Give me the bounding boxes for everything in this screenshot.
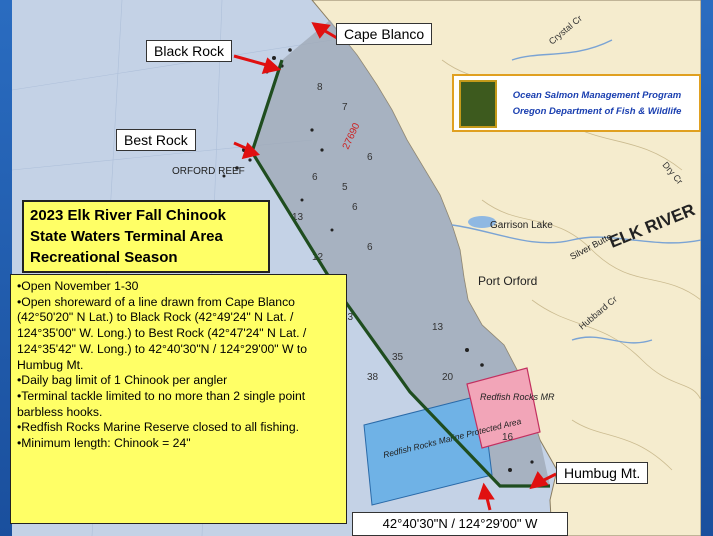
garrison-lake-shape — [468, 216, 496, 228]
redfish-mr-label: Redfish Rocks MR — [480, 392, 555, 402]
regulations-box: •Open November 1-30 •Open shoreward of a… — [10, 274, 347, 524]
svg-text:6: 6 — [312, 172, 318, 183]
svg-text:6: 6 — [367, 242, 373, 253]
garrison-lake-label: Garrison Lake — [490, 220, 553, 231]
agency-name: Oregon Department of Fish & Wildlife — [512, 106, 682, 117]
redfish-mpa-area — [363, 394, 493, 506]
terminal-area — [252, 20, 550, 486]
svg-text:5: 5 — [342, 182, 348, 193]
svg-text:7: 7 — [342, 102, 348, 113]
svg-text:6: 6 — [352, 202, 358, 213]
odfw-logo-icon — [459, 80, 497, 128]
svg-text:16: 16 — [502, 432, 514, 443]
humbug-mt-label: Humbug Mt. — [556, 462, 649, 484]
rule-item: •Terminal tackle limited to no more than… — [17, 388, 306, 419]
program-banner: Ocean Salmon Management Program Oregon D… — [452, 74, 701, 132]
svg-text:13: 13 — [292, 212, 304, 223]
title-line: Recreational Season — [30, 249, 178, 266]
port-orford-label: Port Orford — [478, 274, 537, 288]
season-title-box: 2023 Elk River Fall Chinook State Waters… — [22, 200, 270, 273]
rule-item: •Redfish Rocks Marine Reserve closed to … — [17, 420, 299, 435]
cape-blanco-label: Cape Blanco — [336, 23, 433, 45]
corner-coordinate-label: 42°40'30"N / 124°29'00" W — [352, 512, 568, 536]
svg-text:8: 8 — [317, 82, 323, 93]
rule-item: •Daily bag limit of 1 Chinook per angler — [17, 373, 228, 388]
program-name: Ocean Salmon Management Program — [512, 90, 682, 101]
svg-text:35: 35 — [392, 352, 404, 363]
svg-text:20: 20 — [442, 372, 454, 383]
rule-item: •Open November 1-30 — [17, 279, 139, 293]
terminal-boundary-line — [250, 59, 550, 488]
orford-reef-label: ORFORD REEF — [172, 166, 245, 177]
black-rock-label: Black Rock — [146, 40, 233, 62]
rivers — [451, 39, 701, 344]
title-line: 2023 Elk River Fall Chinook — [30, 207, 226, 224]
svg-text:13: 13 — [432, 322, 444, 333]
svg-text:23: 23 — [342, 312, 354, 323]
title-line: State Waters Terminal Area — [30, 228, 223, 245]
callout-arrows — [233, 22, 557, 511]
redfish-mr-area — [466, 367, 541, 449]
rule-item: •Open shoreward of a line drawn from Cap… — [17, 294, 308, 372]
rule-item: •Minimum length: Chinook = 24" — [17, 436, 191, 451]
best-rock-label: Best Rock — [116, 129, 196, 151]
svg-text:6: 6 — [367, 152, 373, 163]
svg-text:38: 38 — [367, 372, 379, 383]
